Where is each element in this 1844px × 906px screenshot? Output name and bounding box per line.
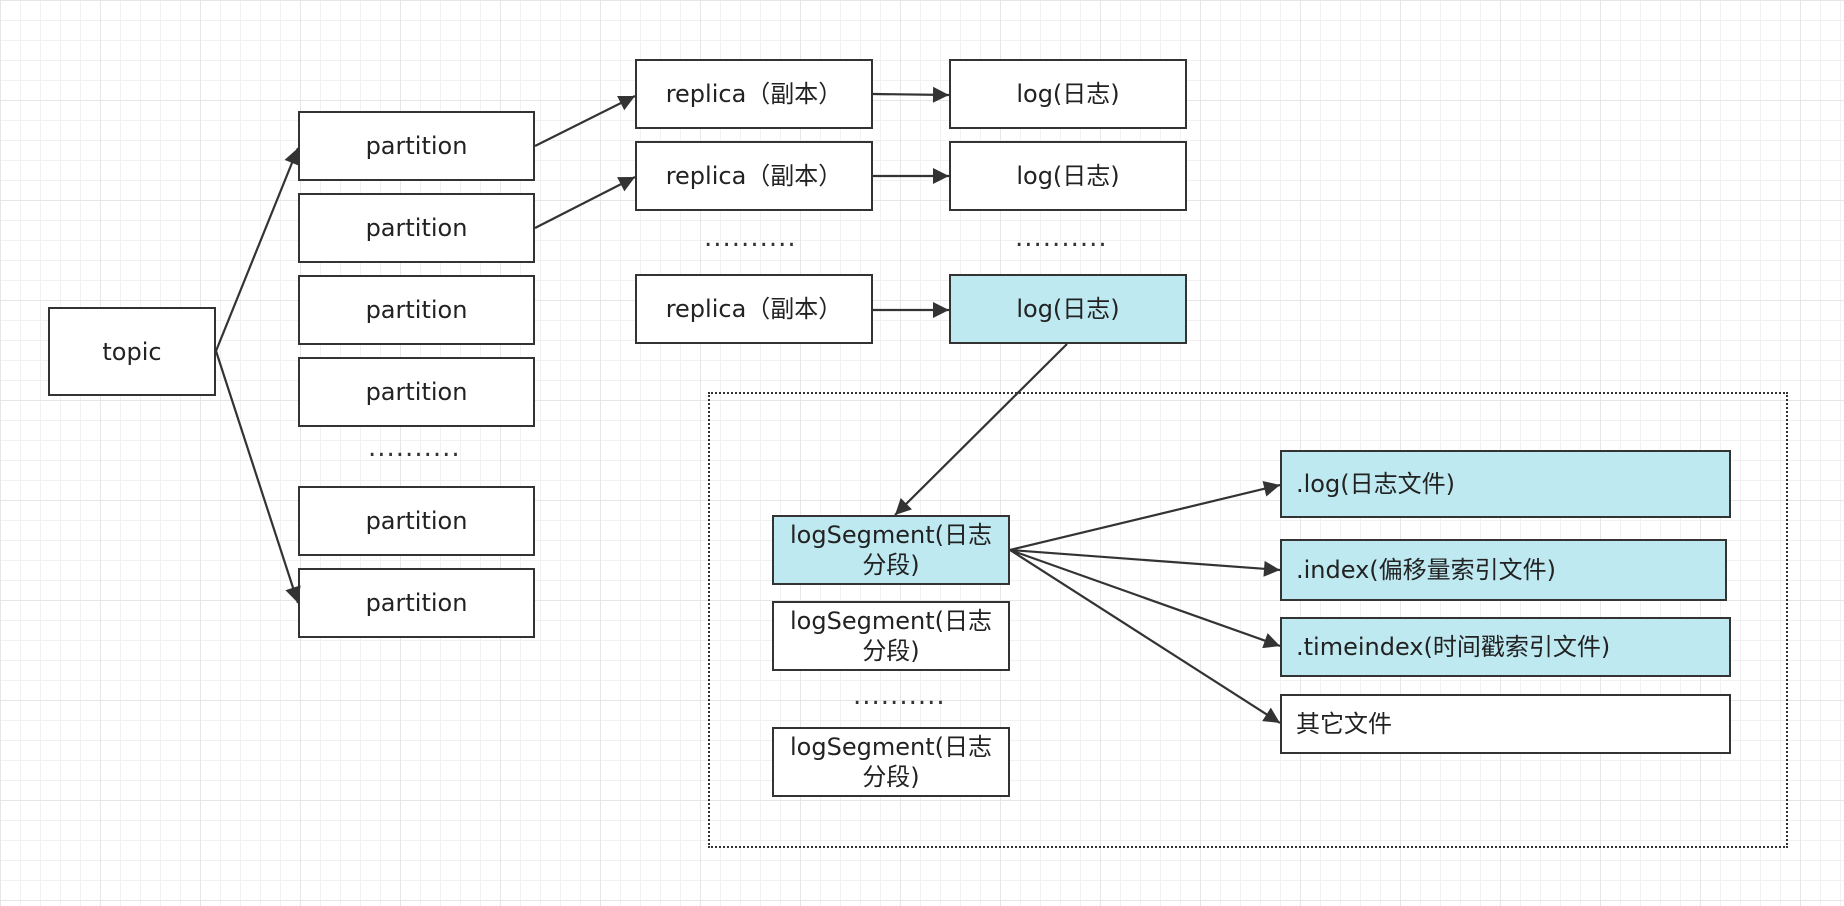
arrow-topic-to-partition-6 [214,350,301,604]
replica-node-1: replica（副本） [635,59,873,129]
log-ellipsis: .......... [1015,223,1108,253]
file-index-node: .index(偏移量索引文件) [1280,539,1727,601]
log-segment-node-3: logSegment(日志分段) [772,727,1010,797]
segment-ellipsis: .......... [853,681,946,711]
log-segment-node-2: logSegment(日志分段) [772,601,1010,671]
log-node-3-highlighted: log(日志) [949,274,1187,344]
partition-node-4: partition [298,357,535,427]
arrow-topic-to-partition-1 [214,147,300,352]
arrow-segment-to-timeindex-file [1009,548,1281,649]
arrow-replica-1-to-log-1 [872,86,950,103]
arrow-segment-to-other-file [1009,549,1281,724]
log-detail-container [708,392,1788,848]
partition-node-5: partition [298,486,535,556]
arrow-segment-to-index-file [1009,548,1281,577]
file-timeindex-node: .timeindex(时间戳索引文件) [1280,617,1731,677]
partition-node-3: partition [298,275,535,345]
file-log-node: .log(日志文件) [1280,450,1731,518]
arrow-partition-2-to-replica-2 [534,176,636,229]
replica-node-3: replica（副本） [635,274,873,344]
partition-node-1: partition [298,111,535,181]
topic-node: topic [48,307,216,396]
partition-node-2: partition [298,193,535,263]
arrow-segment-to-log-file [1009,480,1281,552]
partition-ellipsis: .......... [368,433,461,463]
arrow-log-to-segment [894,343,1068,516]
arrow-partition-1-to-replica-1 [534,95,636,147]
partition-node-6: partition [298,568,535,638]
replica-node-2: replica（副本） [635,141,873,211]
log-node-1: log(日志) [949,59,1187,129]
file-other-node: 其它文件 [1280,694,1731,754]
replica-ellipsis: .......... [704,223,797,253]
log-segment-node-1-highlighted: logSegment(日志分段) [772,515,1010,585]
log-node-2: log(日志) [949,141,1187,211]
